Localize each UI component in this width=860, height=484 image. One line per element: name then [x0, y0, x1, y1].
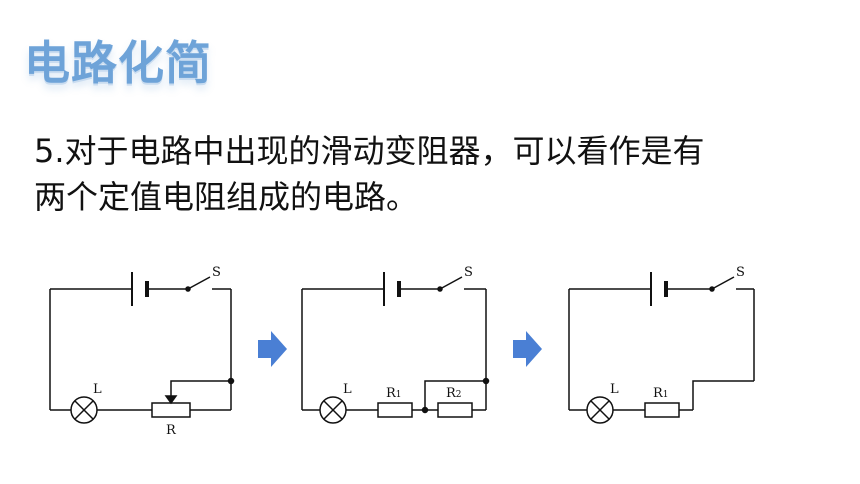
resistor-r1-icon: [644, 402, 680, 418]
lamp-label: L: [93, 382, 102, 397]
r1-label: R1: [386, 386, 402, 401]
rheostat-icon: [151, 402, 191, 418]
slider-arrow-icon: [164, 395, 178, 405]
junction-dot: [227, 377, 235, 385]
switch-label: S: [212, 265, 221, 280]
slider-wire: [170, 380, 231, 398]
lamp-icon: [590, 400, 610, 420]
body-text: 5.对于电路中出现的滑动变阻器，可以看作是有 两个定值电阻组成的电路。: [34, 128, 834, 220]
resistor-label: R: [166, 423, 177, 438]
lamp-label: L: [343, 382, 352, 397]
circuit-1: [49, 272, 235, 424]
resistor-r2-icon: [437, 402, 473, 418]
body-line-2: 两个定值电阻组成的电路。: [34, 178, 419, 216]
body-line-1: 5.对于电路中出现的滑动变阻器，可以看作是有: [34, 132, 705, 170]
arrow-right-icon: [258, 331, 287, 367]
circuit-3: [568, 272, 755, 424]
wire: [692, 380, 754, 410]
lamp-icon: [319, 396, 347, 424]
resistor-r1-icon: [377, 402, 413, 418]
lamp-icon: [323, 400, 343, 420]
slide-title: 电路化简: [24, 36, 212, 90]
lamp-icon: [70, 396, 98, 424]
r1-label: R1: [653, 386, 669, 401]
junction-dot: [482, 377, 490, 385]
arrow-right-icon: [513, 331, 542, 367]
switch-icon: [439, 276, 463, 290]
lamp-icon: [74, 400, 94, 420]
junction-dot: [421, 406, 429, 414]
switch-label: S: [464, 265, 473, 280]
lamp-label: L: [610, 382, 619, 397]
switch-icon: [187, 276, 211, 290]
switch-icon: [711, 276, 735, 290]
r2-label: R2: [446, 386, 462, 401]
switch-label: S: [736, 265, 745, 280]
lamp-icon: [586, 396, 614, 424]
wire: [424, 380, 486, 410]
circuit-2: [301, 272, 490, 424]
